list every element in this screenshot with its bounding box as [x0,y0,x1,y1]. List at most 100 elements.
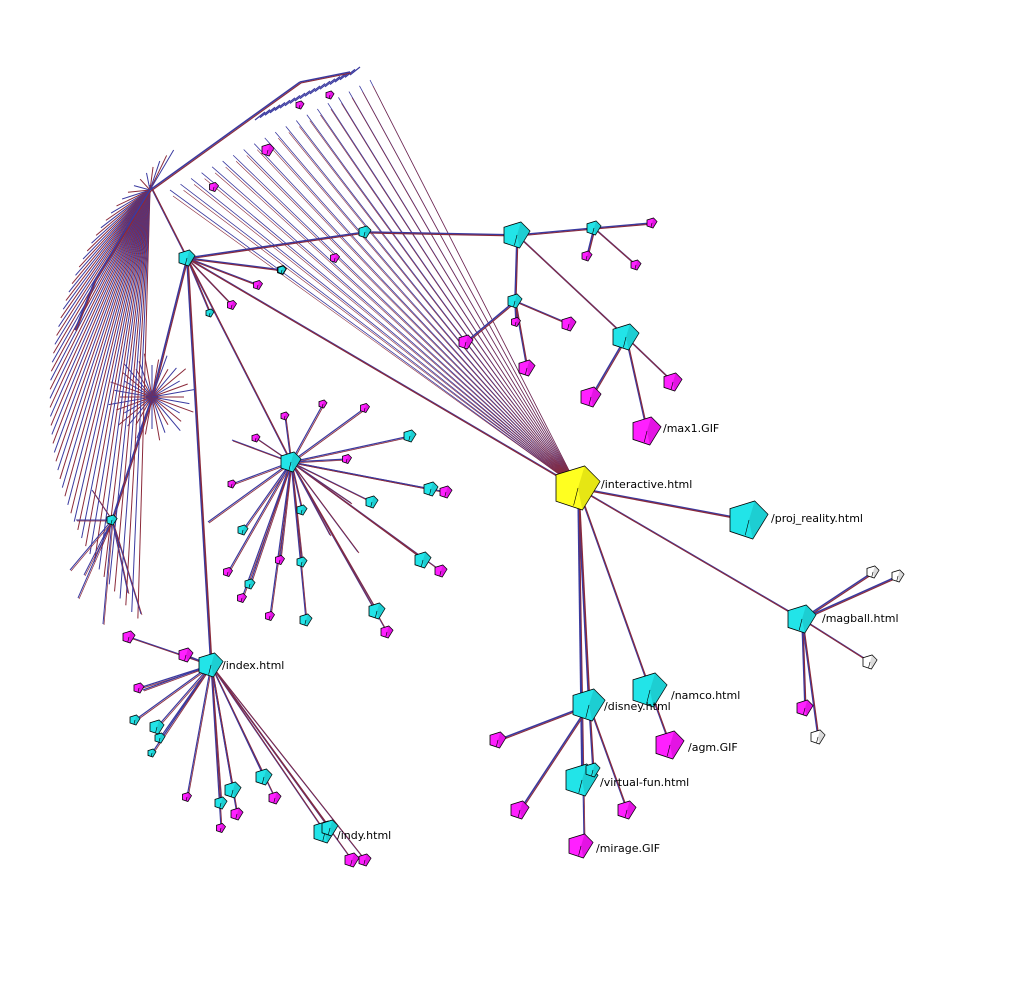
page-node[interactable] [414,551,432,569]
label-interactive[interactable]: /interactive.html [601,478,692,491]
file-node[interactable] [891,569,905,583]
image-node[interactable] [280,411,290,421]
label-magball[interactable]: /magball.html [822,612,899,625]
node-magball[interactable] [787,604,817,634]
page-node[interactable] [403,429,417,443]
node-max1[interactable] [632,416,662,446]
image-node[interactable] [344,852,360,868]
page-node[interactable] [423,481,439,497]
image-node[interactable] [580,386,602,408]
image-node[interactable] [458,334,474,350]
file-node[interactable] [862,654,878,670]
page-node[interactable] [214,796,228,810]
page-node[interactable] [147,748,157,758]
label-mirage[interactable]: /mirage.GIF [596,842,660,855]
label-indy[interactable]: /indy.html [337,829,391,842]
page-node[interactable] [612,323,640,351]
label-agm[interactable]: /agm.GIF [688,741,738,754]
edge [134,664,212,721]
image-node[interactable] [223,567,234,577]
edge [77,519,113,599]
image-node[interactable] [581,250,593,262]
image-node[interactable] [380,625,394,639]
image-node[interactable] [227,300,238,310]
node-index[interactable] [198,652,224,678]
image-node[interactable] [439,485,453,499]
image-node[interactable] [133,682,145,694]
image-node[interactable] [489,731,507,749]
image-node[interactable] [268,791,282,805]
image-node[interactable] [237,593,248,603]
image-node[interactable] [358,853,372,867]
node-mirage[interactable] [568,833,594,859]
image-node[interactable] [796,699,814,717]
image-node[interactable] [275,555,286,565]
image-node[interactable] [318,399,328,409]
image-node[interactable] [182,792,193,802]
page-node[interactable] [237,524,249,536]
image-node[interactable] [510,800,530,820]
page-node[interactable] [368,602,386,620]
page-node[interactable] [205,308,215,318]
file-node[interactable] [810,729,826,745]
image-node[interactable] [325,90,335,100]
page-node[interactable] [149,719,165,735]
image-node[interactable] [330,253,341,263]
image-node[interactable] [663,372,683,392]
image-node[interactable] [253,280,264,290]
page-node[interactable] [585,762,601,778]
edge [70,520,114,572]
image-node[interactable] [561,316,577,332]
image-node[interactable] [209,182,220,192]
label-max1[interactable]: /max1.GIF [663,422,719,435]
page-node[interactable] [507,293,523,309]
label-virtual-fun[interactable]: /virtual-fun.html [600,776,689,789]
label-disney[interactable]: /disney.html [604,700,671,713]
page-node[interactable] [299,613,313,627]
label-proj-reality[interactable]: /proj_reality.html [771,512,863,525]
image-node[interactable] [646,217,658,229]
image-node[interactable] [617,800,637,820]
page-node[interactable] [244,578,256,590]
file-node[interactable] [866,565,880,579]
node-agm[interactable] [655,730,685,760]
label-namco[interactable]: /namco.html [671,689,740,702]
image-node[interactable] [342,454,353,464]
page-node[interactable] [255,768,273,786]
image-node[interactable] [122,630,136,644]
node-proj-reality[interactable] [729,500,769,540]
node-disney[interactable] [572,688,606,722]
page-node[interactable] [296,504,308,516]
page-node[interactable] [321,819,339,837]
image-node[interactable] [178,647,194,663]
page-node[interactable] [129,714,141,726]
image-node[interactable] [261,143,275,157]
image-node[interactable] [630,259,642,271]
image-node[interactable] [511,317,522,327]
page-node[interactable] [586,220,602,236]
image-node[interactable] [518,359,536,377]
node-hub[interactable] [503,221,531,249]
image-node[interactable] [216,823,227,833]
image-node[interactable] [230,807,244,821]
page-node[interactable] [358,225,372,239]
edge [319,80,331,90]
page-node[interactable] [365,495,379,509]
image-node[interactable] [295,100,305,110]
image-node[interactable] [265,611,276,621]
page-node[interactable] [154,732,166,744]
image-node[interactable] [360,403,371,413]
page-node[interactable] [106,514,118,526]
edge [594,223,654,230]
page-node[interactable] [224,781,242,799]
label-index[interactable]: /index.html [222,659,284,672]
root-node-interactive[interactable] [555,465,601,511]
node-namco[interactable] [632,672,668,708]
page-node[interactable] [277,265,287,275]
image-node[interactable] [227,479,237,489]
image-node[interactable] [434,564,448,578]
page-node[interactable] [296,556,308,568]
page-node[interactable] [178,249,196,267]
page-node[interactable] [280,451,302,473]
image-node[interactable] [251,433,261,443]
